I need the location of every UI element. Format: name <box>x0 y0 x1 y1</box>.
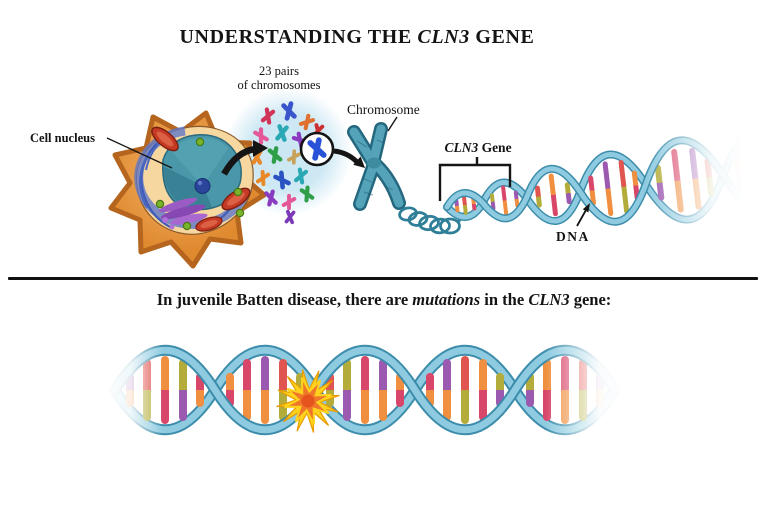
magnifier-icon <box>299 131 335 167</box>
caption-mutations-emphasis: mutations <box>412 290 481 309</box>
cell-nucleus-label: Cell nucleus <box>30 131 95 145</box>
helix-fade-left <box>105 338 163 446</box>
cell-illustration <box>108 110 267 269</box>
golgi-apparatus <box>158 197 208 230</box>
helix-fade-right <box>645 112 768 267</box>
cell-nucleus-graphic <box>162 134 242 211</box>
caption-gene-emphasis: CLN3 <box>528 290 570 309</box>
dna-label: DNA <box>556 229 590 244</box>
cln3-gene-label: CLN3 Gene <box>444 140 512 155</box>
dna-helix-bottom <box>115 350 615 430</box>
cluster-halo <box>224 88 352 216</box>
page-title: UNDERSTANDING THE CLN3 GENE <box>179 26 535 48</box>
chromosome-label: Chromosome <box>347 102 420 117</box>
title-gene-name: CLN3 <box>417 26 470 48</box>
nucleolus <box>194 178 211 194</box>
chromosome-leader-line <box>387 116 398 132</box>
gene-bracket <box>438 157 512 201</box>
arrow-cell-to-chromosomes <box>221 140 268 176</box>
helix-fade-right <box>545 332 635 450</box>
dna-arrow <box>576 203 590 227</box>
section-divider <box>8 277 758 280</box>
chromosome-x <box>347 122 406 211</box>
arrow-magnifier-to-chromosome <box>333 148 365 168</box>
mutation-starburst <box>276 369 340 433</box>
mutation-caption: In juvenile Batten disease, there are mu… <box>156 290 612 309</box>
cell-nucleus-leader-line <box>106 137 173 169</box>
